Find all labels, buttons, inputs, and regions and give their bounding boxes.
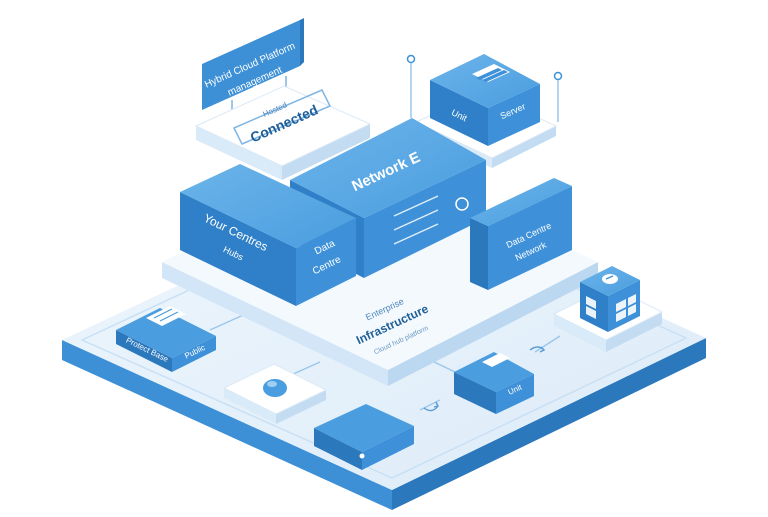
middle-tier-left-side [162,262,388,386]
connector-pin-icon [553,71,563,81]
connector-pin-icon [406,54,416,64]
rack-icon [146,306,186,326]
unit-box-left [454,372,496,414]
globe-tile[interactable] [222,363,328,424]
arrow-icon [423,401,440,412]
protect-box-right [172,336,216,372]
left-box-top [180,164,356,248]
central-box-rows [393,195,439,245]
icon-badge [602,274,618,284]
central-box-right [364,160,486,278]
unit-box-top [454,352,534,392]
central-box-top [290,118,486,218]
cpu-chip-icon [359,453,365,459]
card-label-frame [232,89,332,145]
right-box-top [470,178,572,226]
banner-face [202,20,300,110]
unit-box-right [496,374,534,414]
connector-line [534,335,561,353]
chip-right [362,426,414,470]
chip-top [314,404,414,452]
globe-tile-right [276,390,326,424]
right-datacentre-box[interactable]: Data Centre Network [470,178,572,290]
right-box-left [470,218,488,290]
left-hub-box[interactable]: Your Centres Hubs Data Centre [180,164,356,306]
protect-box-top [116,308,216,358]
unit-box[interactable]: Unit [454,352,534,414]
protect-box-left [116,330,172,372]
cloud-sync-icon [455,197,469,211]
left-box-right [296,218,356,306]
connector-line [419,399,441,411]
grid-tile-right [606,312,662,352]
unit-box-icon [482,353,510,367]
grid-cube-tile[interactable] [552,266,664,352]
left-box-left [180,192,296,306]
banner-side [300,18,304,66]
chip-left [314,428,362,470]
card-side-right [282,124,370,180]
cpu-chip-icon [586,294,636,322]
base-platform-right-side [392,338,706,510]
base-platform-left-side [62,340,392,510]
globe-icon-highlight [267,381,277,387]
server-stack-icon [472,64,510,82]
connected-card: Hosted Connected [194,85,372,180]
card-side-left [196,126,282,180]
server-box-tile-right [492,126,556,168]
server-box-right [488,84,540,146]
server-box-left [430,80,488,146]
right-box-front [488,186,572,290]
globe-tile-left [224,388,276,424]
middle-tier-right-side [388,262,598,386]
arrow-icon [529,346,546,353]
bottom-chip[interactable] [314,404,414,470]
grid-tile-left [554,314,606,352]
protect-base-box[interactable]: Protect Base Public [116,306,216,372]
